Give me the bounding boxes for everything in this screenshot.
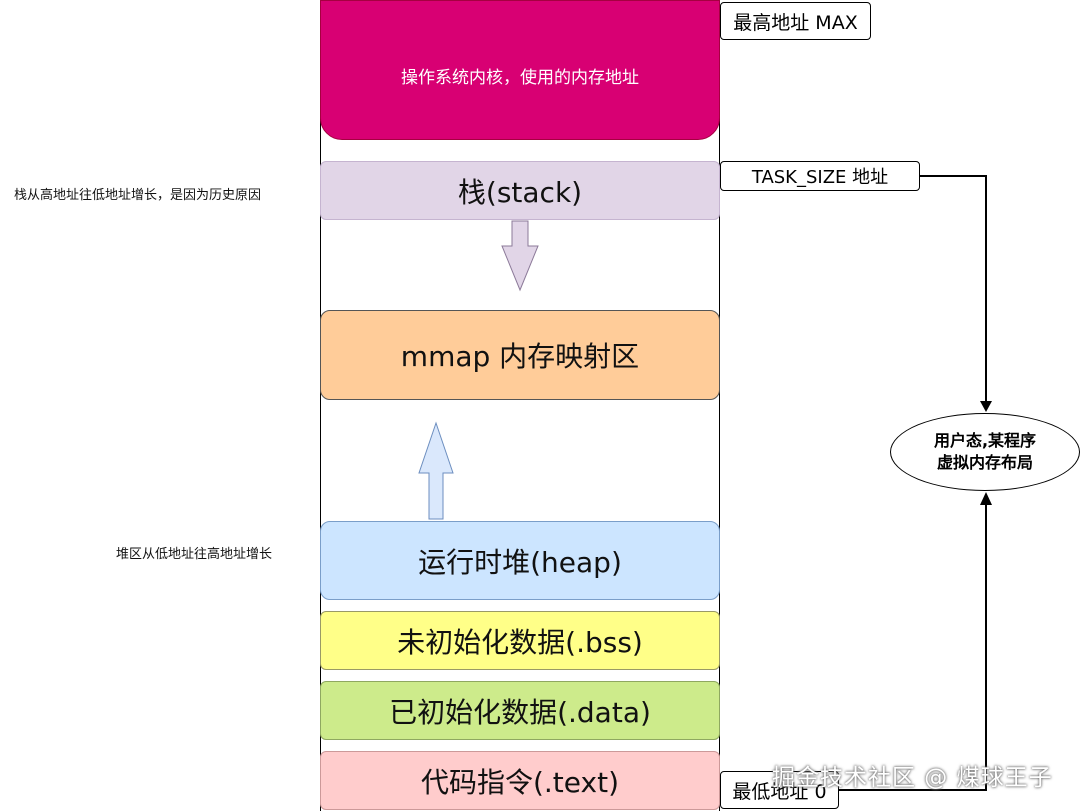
kernel-segment-label: 操作系统内核，使用的内存地址 [401, 68, 639, 88]
min-address-text: 最低地址 0 [732, 780, 827, 803]
task-size-address-label: TASK_SIZE 地址 [720, 161, 920, 191]
heap-segment-label: 运行时堆(heap) [418, 545, 622, 579]
ellipse-line-2: 虚拟内存布局 [936, 453, 1033, 472]
min-address-label: 最低地址 0 [720, 771, 839, 809]
user-space-layout-ellipse: 用户态,某程序 虚拟内存布局 [890, 413, 1080, 491]
task-size-address-text: TASK_SIZE 地址 [751, 167, 889, 188]
max-address-text: 最高地址 MAX [733, 11, 858, 34]
bss-segment: 未初始化数据(.bss) [320, 611, 720, 670]
memory-column-frame [320, 0, 720, 811]
stack-growth-note: 栈从高地址往低地址增长，是因为历史原因 [14, 188, 262, 203]
mmap-segment-label: mmap 内存映射区 [400, 340, 640, 373]
stack-segment: 栈(stack) [320, 161, 720, 220]
bss-segment-label: 未初始化数据(.bss) [397, 625, 643, 659]
task-size-connector [920, 175, 987, 403]
heap-growth-note: 堆区从低地址往高地址增长 [116, 547, 273, 562]
data-segment: 已初始化数据(.data) [320, 681, 720, 740]
stack-segment-label: 栈(stack) [457, 175, 583, 209]
heap-segment: 运行时堆(heap) [320, 521, 720, 600]
task-size-connector-arrowhead [980, 401, 992, 412]
min-address-connector [839, 503, 987, 791]
mmap-segment: mmap 内存映射区 [320, 310, 720, 400]
watermark: 掘金技术社区 @ 煤球王子 [772, 765, 1053, 791]
max-address-label: 最高地址 MAX [720, 2, 871, 40]
kernel-segment: 操作系统内核，使用的内存地址 [320, 0, 720, 140]
data-segment-label: 已初始化数据(.data) [389, 695, 651, 729]
text-segment: 代码指令(.text) [320, 751, 720, 810]
min-address-connector-arrowhead [980, 492, 992, 505]
ellipse-line-1: 用户态,某程序 [933, 431, 1037, 450]
text-segment-label: 代码指令(.text) [420, 765, 619, 799]
